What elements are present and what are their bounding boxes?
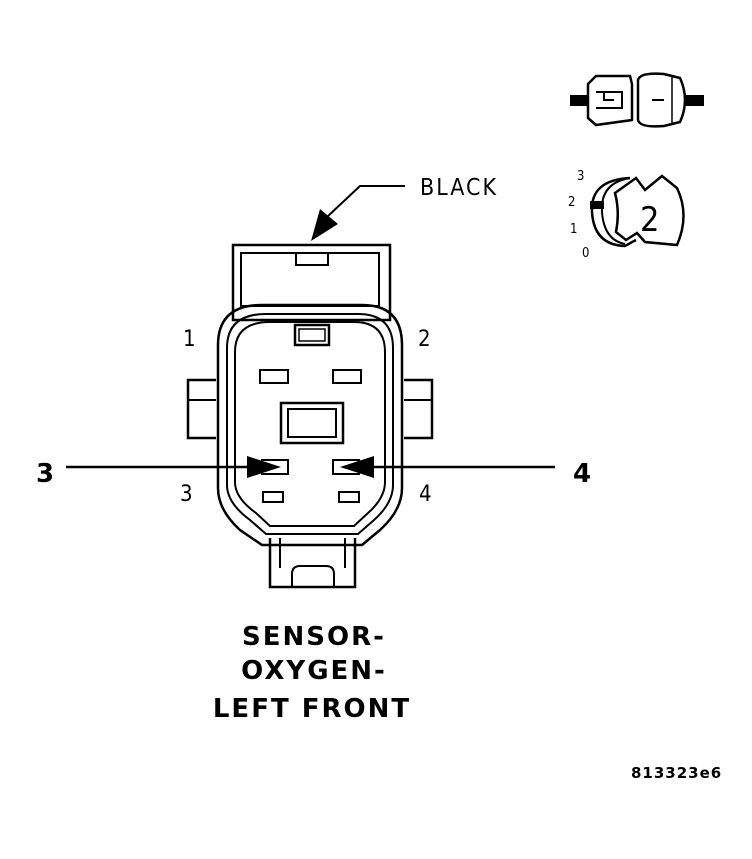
connector-mating-icon bbox=[570, 72, 704, 128]
connector-face-key bbox=[293, 323, 331, 347]
connector-top-housing bbox=[231, 243, 392, 322]
cavity-label-2: 2 bbox=[418, 327, 431, 352]
callout-label-left: 3 bbox=[36, 459, 54, 489]
callout-label-right: 4 bbox=[573, 459, 591, 489]
connector-body bbox=[186, 243, 434, 589]
rotation-scale-2: 2 bbox=[568, 195, 575, 210]
rotation-scale-0: 0 bbox=[582, 246, 589, 261]
callout-arrow-right bbox=[340, 456, 555, 478]
cavity-label-1: 1 bbox=[183, 327, 196, 352]
connector-seal-outer bbox=[226, 313, 394, 535]
rotation-number: 2 bbox=[640, 200, 659, 240]
connector-color-label: BLACK bbox=[420, 175, 498, 201]
title-line-1: SENSOR- bbox=[242, 622, 386, 652]
rotation-indicator-icon bbox=[590, 174, 685, 248]
title-line-3: LEFT FRONT bbox=[213, 694, 411, 724]
terminal-cavity-5 bbox=[262, 491, 284, 503]
terminal-cavity-6 bbox=[338, 491, 360, 503]
cavity-label-4: 4 bbox=[419, 482, 432, 507]
connector-bottom-tab bbox=[268, 538, 357, 589]
connector-left-ear bbox=[186, 378, 216, 440]
cavity-label-3: 3 bbox=[180, 482, 193, 507]
color-leader-arrowhead bbox=[311, 209, 338, 241]
connector-right-ear bbox=[404, 378, 434, 440]
connector-top-slot bbox=[240, 252, 380, 307]
terminal-cavity-2 bbox=[332, 369, 362, 384]
connector-center-key bbox=[279, 401, 345, 445]
rotation-scale-1: 1 bbox=[570, 222, 577, 237]
rotation-scale-3: 3 bbox=[577, 169, 584, 184]
color-leader bbox=[311, 185, 405, 241]
connector-outer-shell bbox=[216, 303, 404, 547]
figure-id: 813323e6 bbox=[631, 764, 722, 782]
callout-arrow-left bbox=[66, 456, 281, 478]
connector-seal-inner bbox=[234, 321, 386, 527]
title-line-2: OXYGEN- bbox=[241, 656, 387, 686]
connector-top-key bbox=[295, 252, 329, 266]
terminal-cavity-1 bbox=[259, 369, 289, 384]
